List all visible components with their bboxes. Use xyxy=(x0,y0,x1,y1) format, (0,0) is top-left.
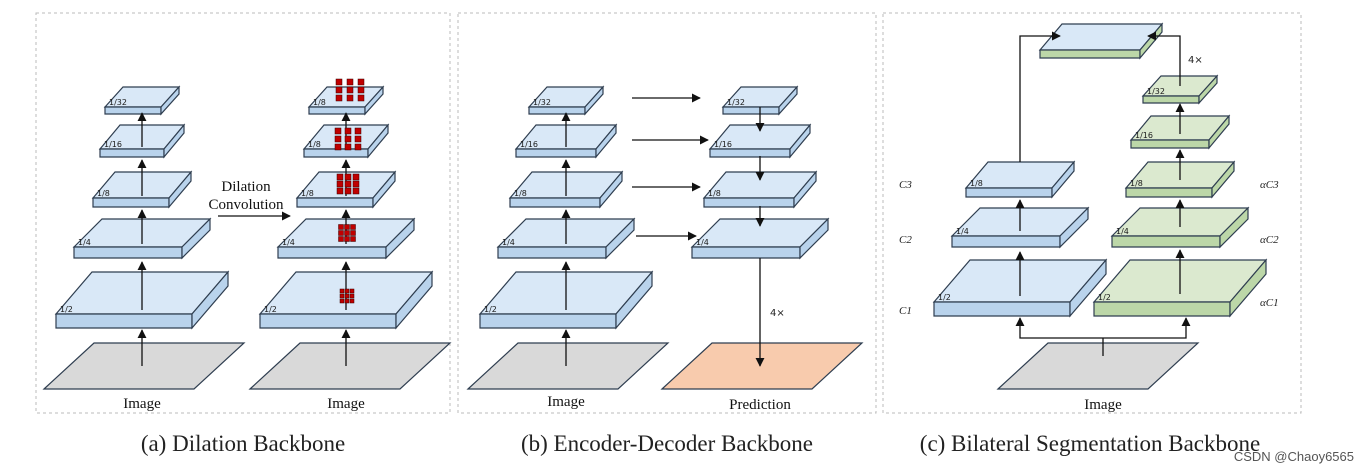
channel-ac3: αC3 xyxy=(1260,179,1279,191)
c-det-to-fusion xyxy=(1019,31,1061,162)
panel-a-left-layer-2-label: 1/8 xyxy=(97,189,110,198)
dilation-dots-4 xyxy=(338,224,356,242)
panel-a-left-layer-1-label: 1/16 xyxy=(104,140,122,149)
panel-b-encoder-layer-4-label: 1/2 xyxy=(484,305,497,314)
panel-c-semantic-layer-3-label: 1/4 xyxy=(1116,227,1129,236)
panel-b-encoder-layer-3-label: 1/4 xyxy=(502,238,515,247)
panel-b-encoder-layer-0-label: 1/32 xyxy=(533,98,551,107)
panel-b-decoder-layer-3: 1/4 xyxy=(690,217,830,260)
panel-c-border xyxy=(882,12,1302,414)
panel-a-left-image xyxy=(42,342,246,390)
panel-a-left-layer-0-label: 1/32 xyxy=(109,98,127,107)
channel-c1: C1 xyxy=(899,305,912,317)
panel-a-left-layer-0: 1/32 xyxy=(103,85,181,116)
panel-c-detail-layer-2-label: 1/2 xyxy=(938,293,951,302)
panel-a-right-layer-2-label: 1/8 xyxy=(301,189,314,198)
panel-c-semantic-layer-2-label: 1/8 xyxy=(1130,179,1143,188)
panel-c-fusion-layer xyxy=(1038,22,1164,60)
panel-c-semantic-layer-1-label: 1/16 xyxy=(1135,131,1153,140)
panel-b-decoder-layer-3-label: 1/4 xyxy=(696,238,709,247)
panel-b-image xyxy=(466,342,670,390)
panel-b-border xyxy=(457,12,877,414)
panel-b-decoder-layer-0-label: 1/32 xyxy=(727,98,745,107)
channel-ac1: αC1 xyxy=(1260,297,1279,309)
panel-a-right-layer-0-label: 1/8 xyxy=(313,98,326,107)
c-split-left xyxy=(1015,317,1103,339)
watermark: CSDN @Chaoy6565 xyxy=(1234,449,1354,464)
panel-a-right-layer-1-label: 1/8 xyxy=(308,140,321,149)
panel-b-decoder-layer-0: 1/32 xyxy=(721,85,799,116)
panel-c-detail-layer-2: 1/2 xyxy=(932,258,1108,318)
panel-c-semantic-layer-4-label: 1/2 xyxy=(1098,293,1111,302)
upsample-label-b: 4× xyxy=(770,308,785,319)
dilation-dots-1 xyxy=(335,78,365,102)
upsample-label-c: 4× xyxy=(1188,55,1203,66)
panel-a-right-layer-0: 1/8 xyxy=(307,85,385,116)
panel-b-decoder-layer-1: 1/16 xyxy=(708,123,812,159)
image-label-c: Image xyxy=(1084,397,1122,413)
image-label-a-right: Image xyxy=(327,396,365,412)
panel-b-encoder-layer-1-label: 1/16 xyxy=(520,140,538,149)
panel-a-left-layer-4-label: 1/2 xyxy=(60,305,73,314)
panel-a-border xyxy=(35,12,451,414)
panel-c-image xyxy=(996,342,1200,390)
channel-c3: C3 xyxy=(899,179,912,191)
dilation-label-line2: Convolution xyxy=(208,197,284,213)
image-label-b: Image xyxy=(547,394,585,410)
panel-a-right-layer-2: 1/8 xyxy=(295,170,397,209)
panel-b-encoder-layer-0: 1/32 xyxy=(527,85,605,116)
panel-b-encoder-layer-2-label: 1/8 xyxy=(514,189,527,198)
caption-b: (b) Encoder-Decoder Backbone xyxy=(521,431,813,456)
dilation-dots-2 xyxy=(334,127,362,151)
panel-a-left-layer-3-label: 1/4 xyxy=(78,238,91,247)
dilation-dots-3 xyxy=(336,173,360,195)
channel-c2: C2 xyxy=(899,234,912,246)
panel-a-right-image xyxy=(248,342,452,390)
dilation-label-line1: Dilation xyxy=(221,179,271,195)
c-sem-to-fusion xyxy=(1147,31,1181,86)
caption-a: (a) Dilation Backbone xyxy=(141,431,345,456)
panel-b-prediction xyxy=(660,342,864,390)
prediction-label: Prediction xyxy=(729,397,791,413)
channel-ac2: αC2 xyxy=(1260,234,1279,246)
panel-a-right-layer-4-label: 1/2 xyxy=(264,305,277,314)
caption-c: (c) Bilateral Segmentation Backbone xyxy=(920,431,1260,456)
panel-c-detail-layer-0: 1/8 xyxy=(964,160,1076,199)
dilation-dots-5 xyxy=(339,288,355,304)
c-split-right xyxy=(1103,317,1191,339)
panel-c-detail-layer-1-label: 1/4 xyxy=(956,227,969,236)
panel-a-right-layer-3-label: 1/4 xyxy=(282,238,295,247)
image-label-a-left: Image xyxy=(123,396,161,412)
panel-c-detail-layer-0-label: 1/8 xyxy=(970,179,983,188)
panel-c-semantic-layer-0-label: 1/32 xyxy=(1147,87,1165,96)
panel-b-decoder-layer-1-label: 1/16 xyxy=(714,140,732,149)
panel-b-decoder-layer-2-label: 1/8 xyxy=(708,189,721,198)
panel-b-decoder-layer-2: 1/8 xyxy=(702,170,818,209)
